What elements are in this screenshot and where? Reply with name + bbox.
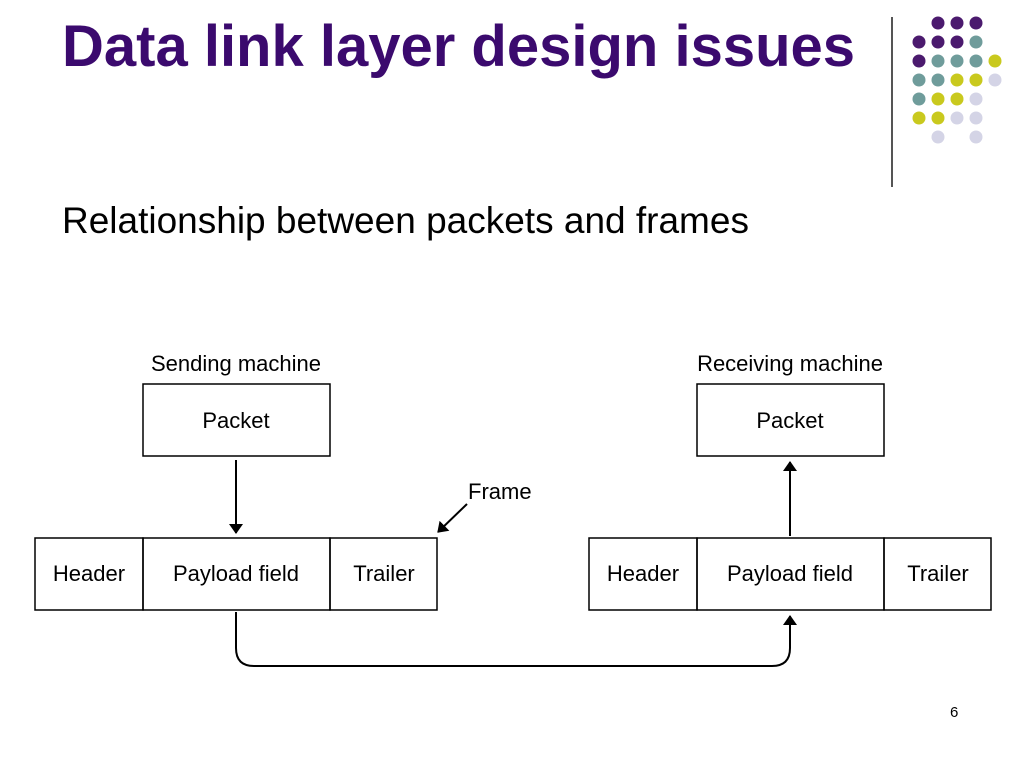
sending-frame-trailer-label: Trailer [353,561,415,586]
decorative-dot [969,73,983,87]
decorative-dot [912,73,926,87]
receiving-frame-payload-label: Payload field [727,561,853,586]
decorative-dot [969,92,983,106]
receiving-machine-label: Receiving machine [697,351,883,376]
sending-frame-payload-label: Payload field [173,561,299,586]
decorative-dot [950,35,964,49]
decorative-dot-grid [912,16,1002,144]
decorative-dot [969,35,983,49]
frame-label: Frame [468,479,532,504]
receiving-frame-header-label: Header [607,561,679,586]
frame-pointer-arrow [437,503,468,533]
decorative-dot [950,54,964,68]
decorative-dot [969,130,983,144]
decorative-dot [912,92,926,106]
receiving-frame-trailer-box [883,537,992,611]
sending-frame-header-label: Header [53,561,125,586]
decorative-dot [931,111,945,125]
decorative-dot [969,54,983,68]
sending-packet-box [142,383,331,457]
decorative-dot [931,16,945,30]
receiving-packet-label: Packet [756,408,823,433]
decorative-dot [950,16,964,30]
transmission-path-arrow [235,612,797,667]
receiving-frame-trailer-label: Trailer [907,561,969,586]
decorative-dot [912,54,926,68]
decorative-dot [969,111,983,125]
decorative-dot [931,54,945,68]
page-number: 6 [950,704,959,721]
slide-subtitle: Relationship between packets and frames [62,200,749,241]
slide-title: Data link layer design issues [62,14,856,79]
decorative-dot [969,16,983,30]
decorative-dot [988,54,1002,68]
decorative-dot [912,111,926,125]
decorative-dot [931,73,945,87]
decorative-dot [950,92,964,106]
title-divider-line [891,17,893,187]
decorative-dot [950,111,964,125]
decorative-dot [950,73,964,87]
sending-frame-trailer-box [329,537,438,611]
decorative-dot [988,73,1002,87]
receiving-packet-box [696,383,885,457]
decorative-dot [931,130,945,144]
sending-machine-label: Sending machine [151,351,321,376]
decorative-dot [912,35,926,49]
decorative-dot [931,35,945,49]
sending-packet-label: Packet [202,408,269,433]
decorative-dot [931,92,945,106]
